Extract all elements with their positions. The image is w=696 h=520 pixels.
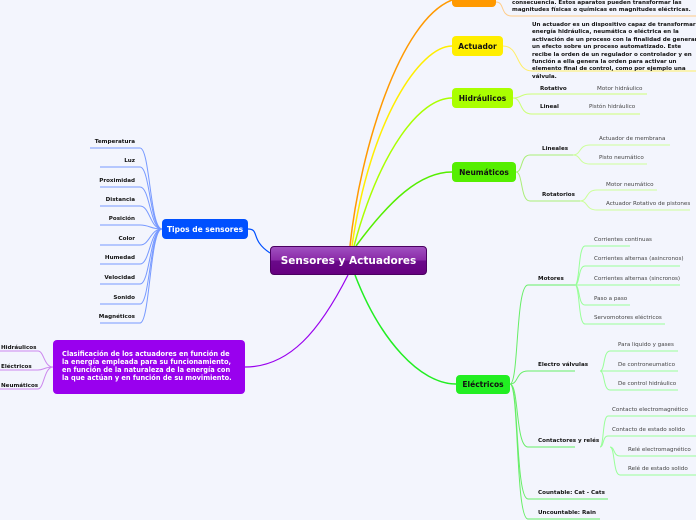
sensor-type-item[interactable]: Temperatura	[94, 139, 135, 145]
leaf-item[interactable]: Corrientes continuas	[594, 237, 652, 243]
connector-line	[100, 205, 163, 230]
sensor-type-item[interactable]: Sonido	[113, 295, 135, 301]
actuador-description: Un actuador es un dispositivo capaz de t…	[532, 22, 696, 80]
connector-line	[502, 45, 696, 72]
connector-line	[574, 265, 680, 286]
leaf-item[interactable]: Actuador de membrana	[599, 136, 666, 142]
piston-hidraulico-label[interactable]: Pistón hidráulico	[589, 104, 636, 110]
actuador-label: Actuador	[458, 41, 497, 51]
sensor-type-item[interactable]: Luz	[124, 158, 135, 164]
tipos-sensores-node[interactable]: Tipos de sensores	[162, 219, 248, 239]
tipos-sensores-label: Tipos de sensores	[166, 224, 244, 234]
hidraulicos-node[interactable]: Hidráulicos	[452, 88, 513, 108]
connector-line	[349, 0, 453, 247]
sensor-definition: consecuencia. Estos aparatos pueden tran…	[512, 0, 696, 15]
hidraulicos-label: Hidráulicos	[458, 93, 507, 103]
connector-line	[100, 224, 163, 230]
leaf-item[interactable]: Paso a paso	[594, 296, 628, 302]
connector-line	[495, 1, 696, 17]
sensor-type-item[interactable]: Velocidad	[104, 275, 135, 281]
connector-line	[509, 370, 575, 385]
leaf-item[interactable]: Corrientes alternas (sincronos)	[594, 276, 681, 282]
connector-line	[572, 144, 670, 156]
clasificacion-node[interactable]: Clasificación de los actuadores en funci…	[53, 340, 245, 394]
lineal-label[interactable]: Lineal	[540, 104, 559, 110]
connector-line	[0, 366, 54, 390]
sensor-type-item[interactable]: Color	[118, 236, 135, 242]
leaf-item[interactable]: Pisto neumático	[599, 155, 644, 161]
leaf-item[interactable]: Relé de estado solido	[628, 466, 688, 472]
sensor-type-item[interactable]: Proximidad	[99, 178, 135, 184]
connector-line	[247, 228, 271, 254]
connector-line	[609, 446, 696, 476]
electricos-node[interactable]: Eléctricos	[456, 375, 510, 394]
leaf-item[interactable]: Contacto de estado solido	[612, 427, 685, 433]
electricos-label: Eléctricos	[462, 380, 504, 389]
motores-label[interactable]: Motores	[538, 276, 564, 282]
sensor-node[interactable]	[452, 0, 496, 7]
connector-line	[515, 171, 580, 202]
connector-line	[351, 45, 453, 247]
connector-line	[599, 350, 678, 372]
leaf-item[interactable]: Actuador Rotativo de pistones	[606, 201, 691, 207]
countable-label[interactable]: Countable: Cat - Cats	[538, 490, 605, 496]
sensor-def-line: consecuencia. Estos aparatos pueden tran…	[512, 0, 682, 6]
leaf-item[interactable]: Corrientes alternas (asincronos)	[594, 256, 684, 262]
connector-line	[100, 228, 163, 324]
clas-electricos[interactable]: Eléctricos	[1, 364, 32, 370]
leaf-item[interactable]: Relé electromagnético	[628, 447, 691, 453]
connector-line	[572, 154, 647, 165]
leaf-item[interactable]: Motor neumático	[606, 182, 654, 188]
leaf-item[interactable]: De controneumatico	[618, 362, 676, 368]
connector-line	[90, 147, 163, 230]
connector-line	[100, 166, 163, 230]
rotatorios-label[interactable]: Rotatorios	[542, 192, 575, 198]
connector-line	[0, 350, 54, 368]
uncountable-label[interactable]: Uncountable: Rain	[538, 510, 596, 516]
motor-hidraulico-label[interactable]: Motor hidráulico	[597, 86, 643, 92]
connector-line	[512, 97, 640, 115]
connector-line	[574, 284, 665, 325]
rotativo-label[interactable]: Rotativo	[540, 86, 567, 92]
connector-line	[244, 274, 349, 368]
connector-line	[599, 370, 678, 391]
neumaticos-label: Neumáticos	[459, 167, 509, 177]
leaf-item[interactable]: De control hidráulico	[618, 381, 677, 387]
connector-line	[355, 171, 453, 247]
sensor-type-item[interactable]: Posición	[108, 216, 135, 222]
sensor-type-item[interactable]: Magnéticos	[98, 314, 135, 320]
actuador-node[interactable]: Actuador	[452, 36, 503, 56]
central-node[interactable]: Sensores y Actuadores	[270, 246, 427, 275]
neumaticos-node[interactable]: Neumáticos	[452, 162, 516, 182]
connector-line	[100, 186, 163, 230]
connector-line	[509, 383, 600, 520]
connector-line	[354, 274, 457, 385]
connector-line	[579, 189, 657, 202]
clas-hidraulicos[interactable]: Hidráulicos	[1, 345, 37, 351]
connector-line	[512, 93, 647, 99]
central-label: Sensores y Actuadores	[280, 254, 417, 267]
leaf-item[interactable]: Contacto electromagnético	[612, 407, 688, 413]
sensor-type-item[interactable]: Distancia	[105, 197, 135, 203]
connector-line	[509, 284, 575, 385]
sensor-type-item[interactable]: Humedad	[104, 255, 135, 261]
leaf-item[interactable]: Servomotores eléctricos	[594, 315, 662, 321]
clas-neumaticos[interactable]: Neumáticos	[1, 383, 39, 389]
electro-valvulas-label[interactable]: Electro válvulas	[538, 362, 589, 368]
clasificacion-label: Clasificación de los actuadores en funci…	[62, 350, 232, 382]
connector-line	[599, 435, 696, 448]
sensor-def-line: magnitudes físicas o químicas en magnitu…	[512, 7, 691, 14]
connector-line	[579, 200, 690, 211]
connector-line	[509, 383, 575, 448]
connector-line	[353, 97, 453, 247]
contactores-label[interactable]: Contactores y relés	[538, 438, 600, 444]
lineales-label[interactable]: Lineales	[542, 146, 569, 152]
connector-line	[515, 154, 573, 173]
leaf-item[interactable]: Para liquido y gases	[618, 342, 674, 348]
